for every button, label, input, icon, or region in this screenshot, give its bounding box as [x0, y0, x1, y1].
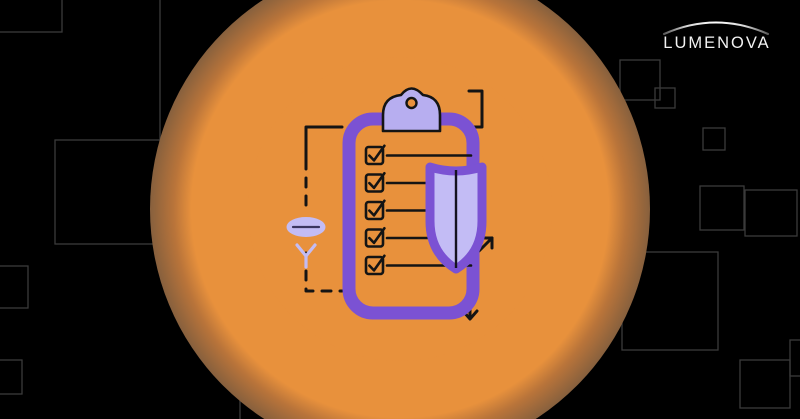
security-shield — [425, 162, 487, 274]
background-square — [367, 0, 475, 31]
trace-right-top — [467, 89, 484, 129]
trace-left-loop — [304, 125, 344, 293]
background-square — [654, 87, 676, 109]
logo-wordmark: LUMENOVA — [663, 34, 771, 52]
clipboard-clip — [381, 87, 442, 133]
background-square — [159, 0, 269, 143]
background-square — [619, 59, 661, 101]
fork-node — [295, 243, 317, 269]
background-square — [0, 265, 29, 309]
background-square — [744, 189, 798, 237]
background-square — [0, 0, 63, 33]
capsule-node — [286, 217, 326, 237]
compliance-illustration — [286, 87, 494, 321]
background-square — [621, 251, 719, 351]
background-square — [239, 329, 335, 419]
background-square — [789, 339, 800, 377]
background-square — [739, 359, 791, 409]
lumenova-logo: LUMENOVA — [656, 14, 776, 62]
background-square — [0, 359, 23, 395]
background-square — [54, 139, 162, 245]
logo-arc-icon — [662, 21, 770, 36]
background-square — [699, 185, 745, 231]
background-square — [702, 127, 726, 151]
